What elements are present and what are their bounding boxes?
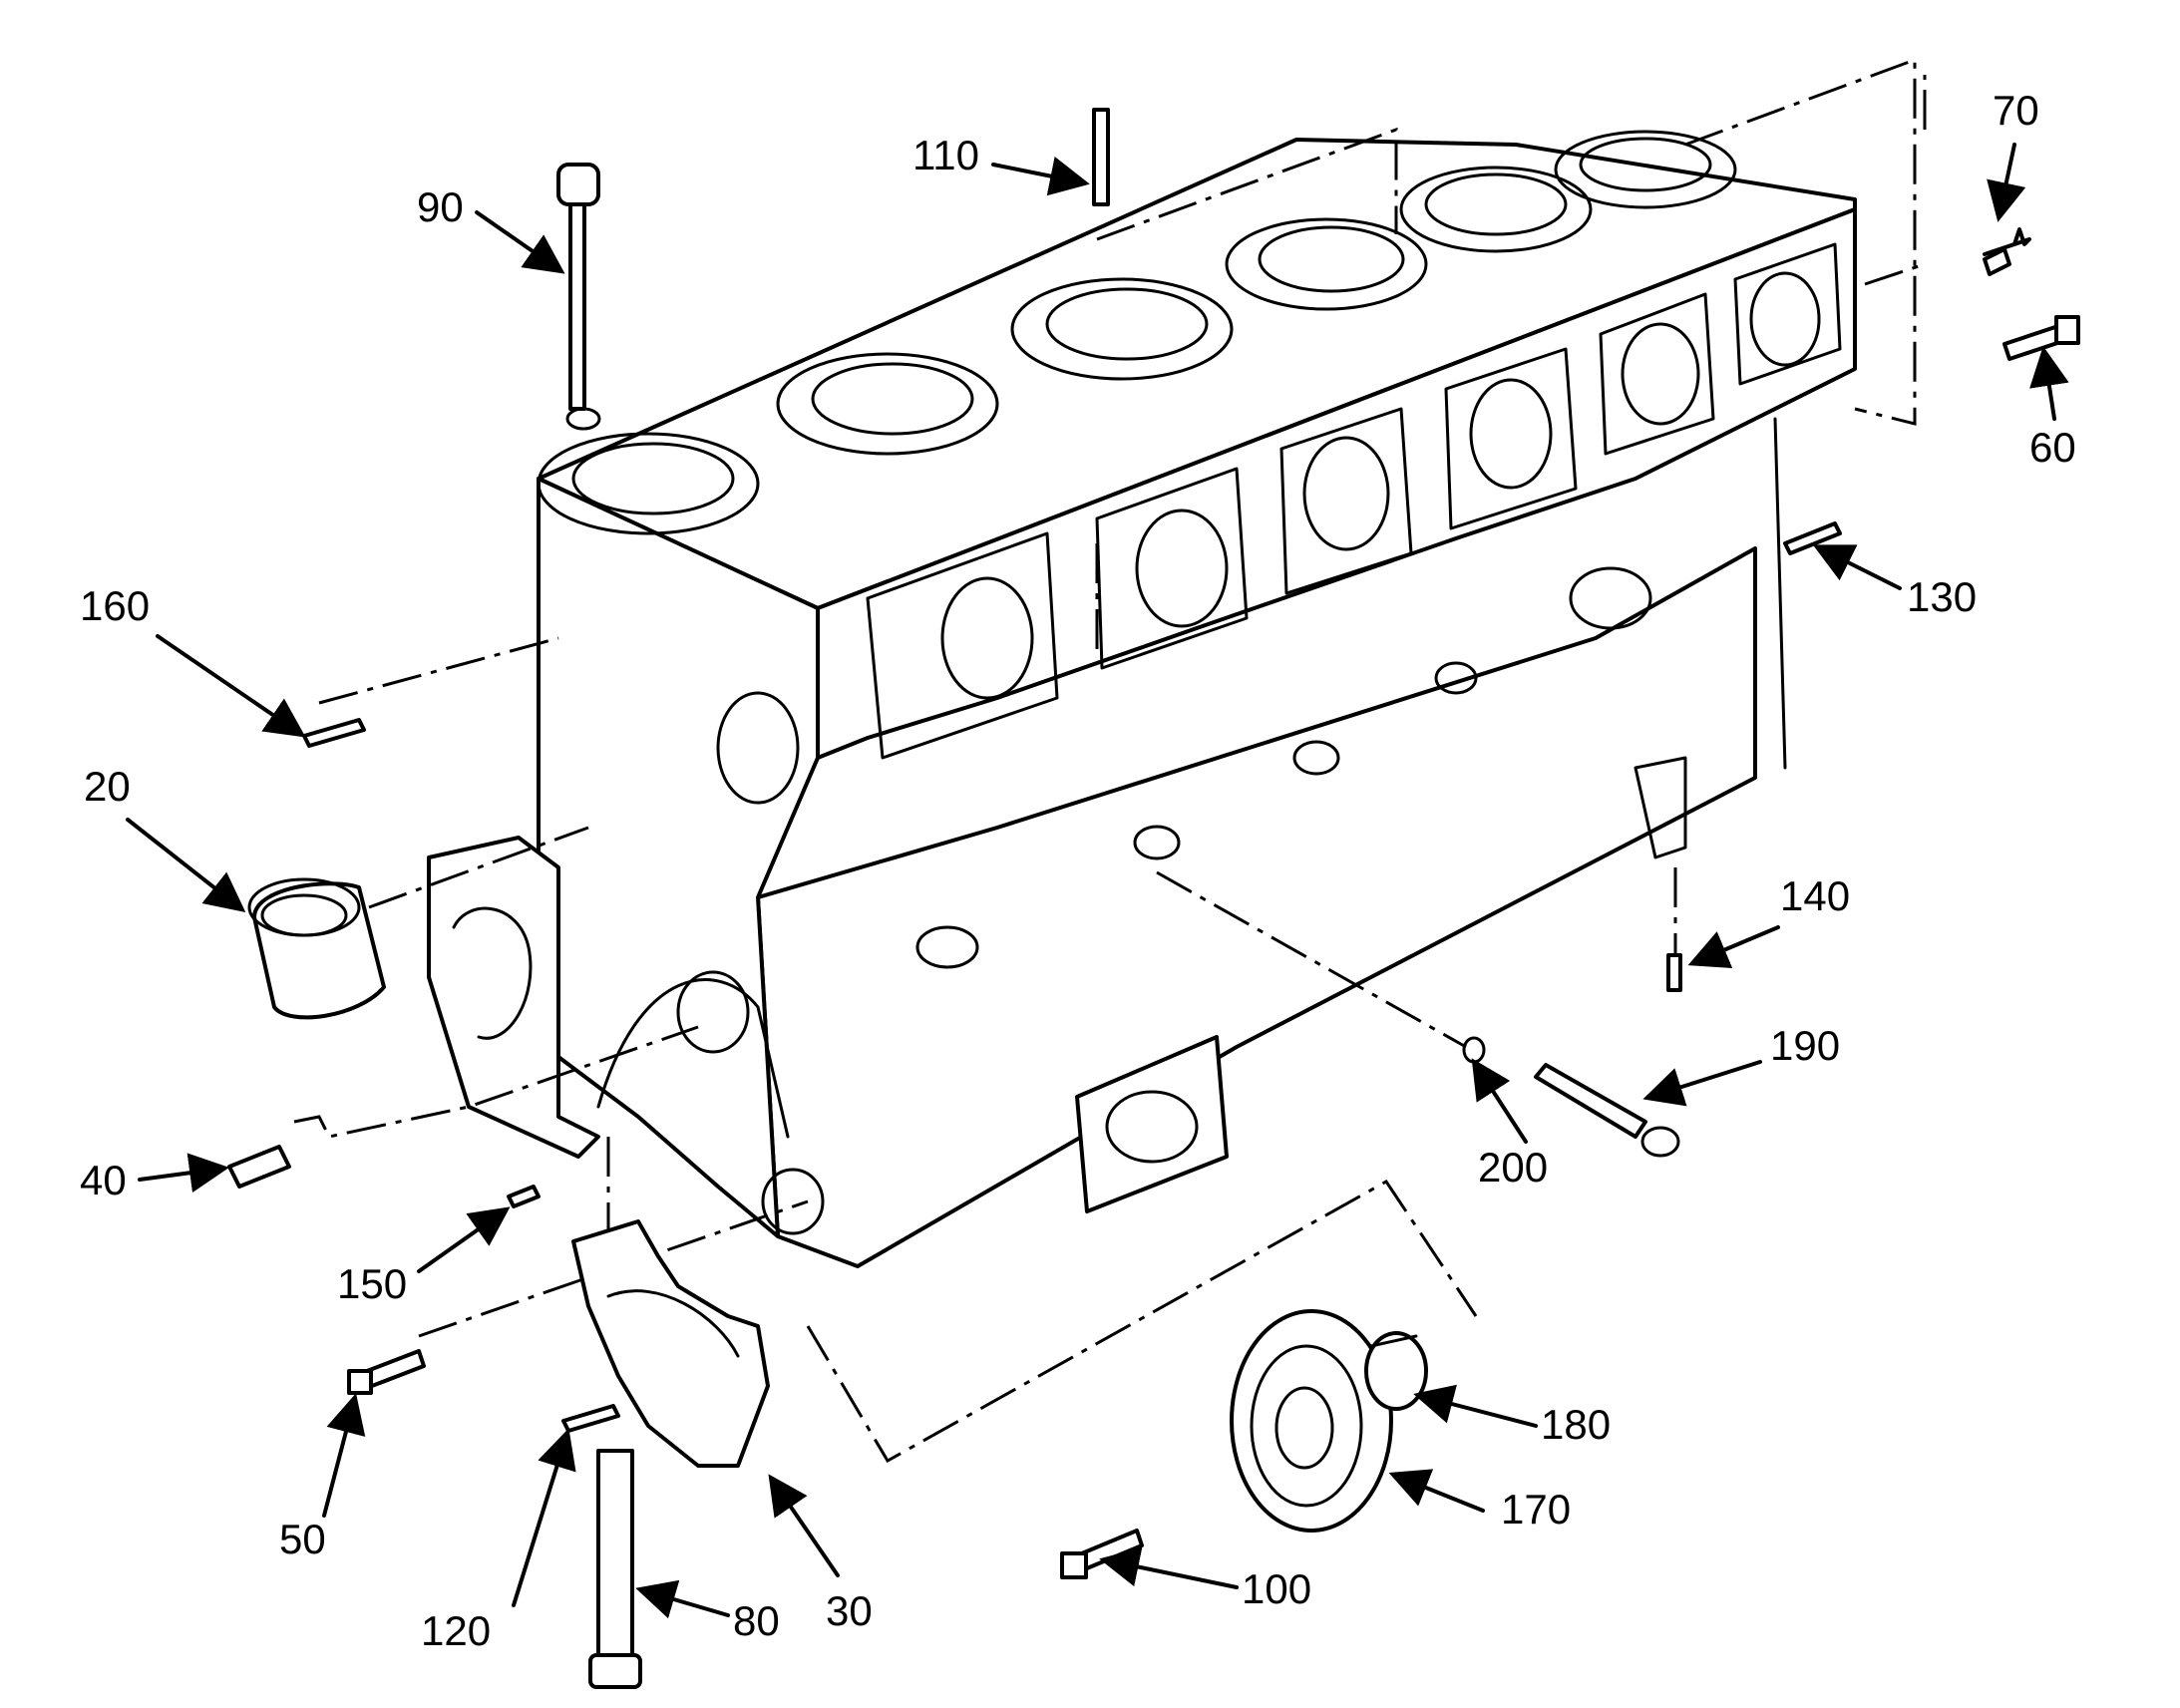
part-110-dowel xyxy=(1092,108,1110,206)
part-200-washer xyxy=(1462,1036,1486,1064)
part-120-dowel xyxy=(561,1404,620,1433)
callout-120: 120 xyxy=(421,1607,491,1654)
callout-numbers: 20 30 40 50 60 70 80 90 100 110 120 130 … xyxy=(80,87,2076,1654)
leader-lines xyxy=(126,143,2069,1619)
part-80-stud xyxy=(588,1449,642,1689)
callout-150: 150 xyxy=(337,1260,407,1307)
callout-180: 180 xyxy=(1541,1401,1611,1448)
part-160-dowel xyxy=(302,718,366,748)
callout-40: 40 xyxy=(80,1157,127,1203)
cylinder-block xyxy=(427,130,1857,1268)
callout-110: 110 xyxy=(912,132,979,178)
callout-80: 80 xyxy=(733,1597,780,1644)
callout-20: 20 xyxy=(84,763,131,810)
part-70-bolt xyxy=(1983,227,2031,276)
callout-160: 160 xyxy=(80,582,150,629)
callout-140: 140 xyxy=(1780,872,1850,919)
part-170-gear xyxy=(1230,1309,1393,1533)
part-50-bolt xyxy=(347,1349,426,1395)
part-180-bushing xyxy=(1364,1331,1428,1411)
callout-60: 60 xyxy=(2029,424,2076,471)
callout-190: 190 xyxy=(1770,1022,1840,1069)
callout-100: 100 xyxy=(1242,1565,1311,1612)
part-150-dowel xyxy=(507,1185,541,1208)
callout-50: 50 xyxy=(279,1516,326,1562)
part-190-rod xyxy=(1534,1063,1680,1158)
part-30-main-bearing-cap xyxy=(571,1219,770,1468)
callout-200: 200 xyxy=(1478,1144,1548,1191)
part-100-bolt xyxy=(1060,1529,1144,1579)
part-60-bolt xyxy=(2002,315,2080,361)
part-140-dowel xyxy=(1666,953,1682,992)
callout-70: 70 xyxy=(1993,87,2039,134)
callout-130: 130 xyxy=(1907,573,1977,620)
part-90-stud xyxy=(556,163,601,431)
callout-170: 170 xyxy=(1501,1486,1571,1533)
part-40-plug xyxy=(227,1145,291,1189)
callout-90: 90 xyxy=(417,183,464,230)
part-20-bearing-bushing xyxy=(247,877,386,1020)
part-130-dowel xyxy=(1783,521,1842,555)
callout-30: 30 xyxy=(826,1587,873,1634)
